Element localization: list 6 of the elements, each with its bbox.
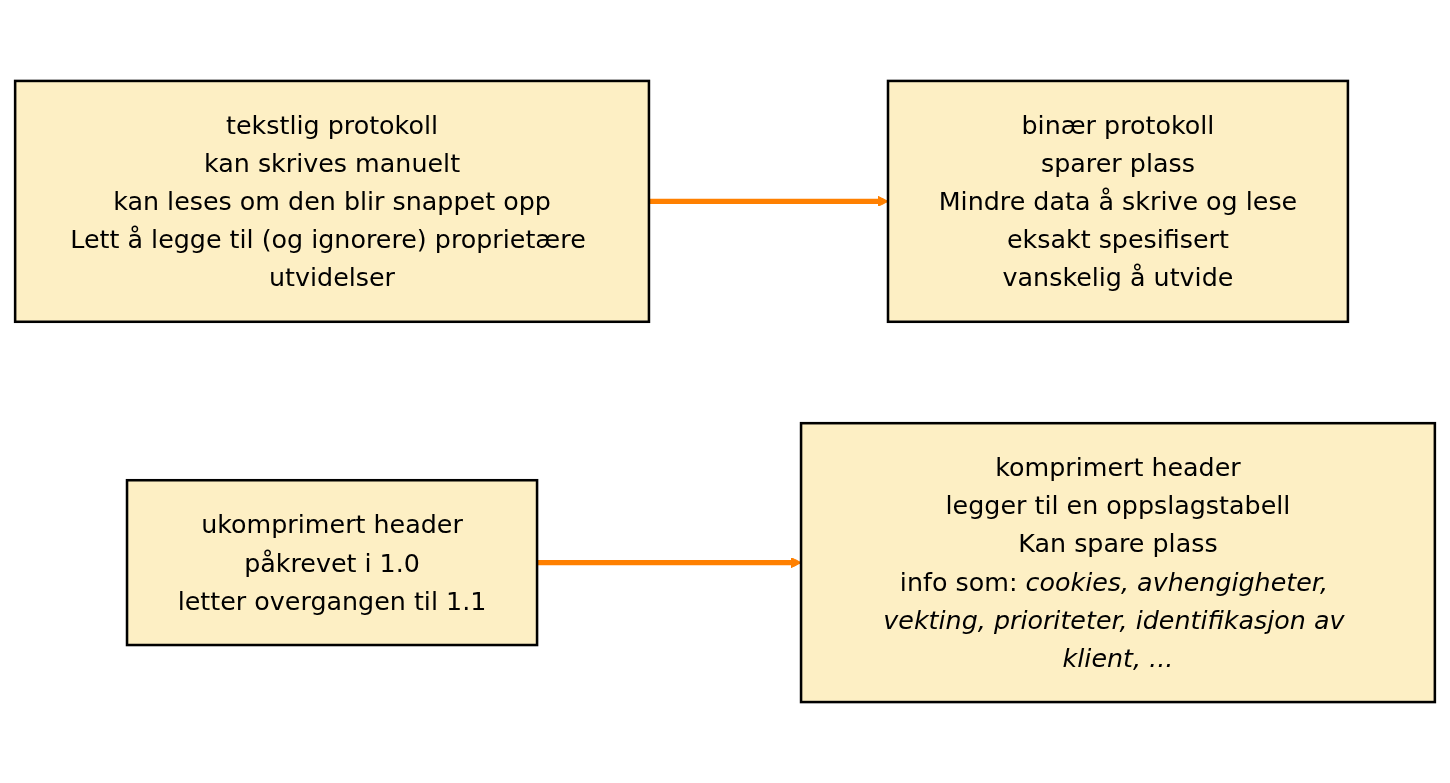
node-box: tekstlig protokoll kan skrives manuelt kan leses om den blir snappet opp Lett å legge til (og ignorere) proprietære utvidelser (13, 79, 651, 324)
arrow (648, 195, 889, 207)
node-box: ukomprimert header påkrevet i 1.0 letter overgangen til 1.1 (125, 478, 539, 647)
arrow (537, 557, 802, 569)
node-box: binær protokoll sparer plass Mindre data å skrive og lese eksakt spesifisert vanskelig å utvide (886, 79, 1350, 324)
node-box: komprimert header legger til en oppslagstabell Kan spare plass info som: cookies, avhengigheter, vekting, prioriteter, identifikasjon av klient, ... (799, 421, 1437, 704)
